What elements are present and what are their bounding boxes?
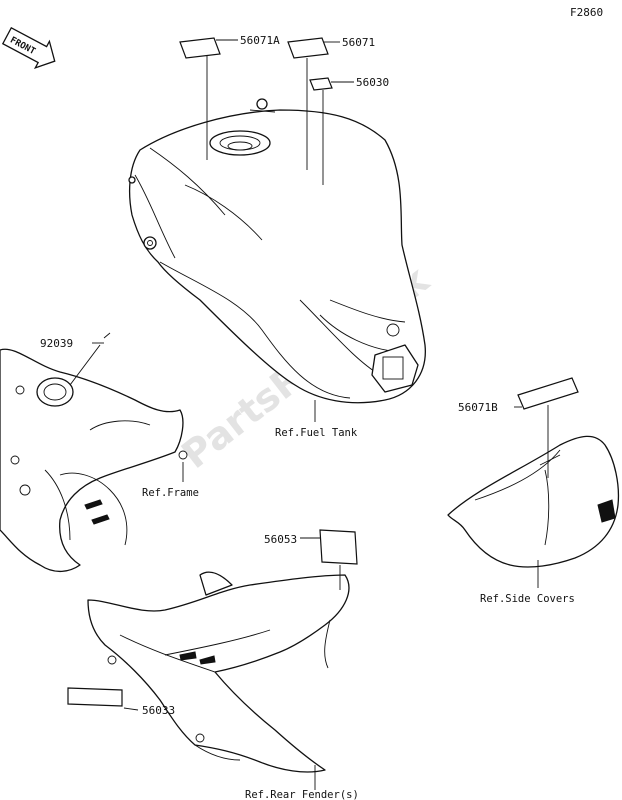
part-number-56033: 56033 [142, 704, 175, 717]
side-cover [447, 435, 620, 568]
ref-fuel-tank: Ref.Fuel Tank [275, 427, 358, 439]
label-56033 [67, 687, 123, 707]
ref-rear-fender: Ref.Rear Fender(s) [245, 789, 359, 800]
rear-fender [87, 571, 350, 773]
screw-92039 [103, 332, 111, 339]
part-number-92039: 92039 [40, 337, 73, 350]
label-56030 [309, 77, 333, 91]
fuel-tank [128, 98, 426, 404]
part-number-56030: 56030 [356, 76, 389, 89]
part-number-56053: 56053 [264, 533, 297, 546]
part-number-56071: 56071 [342, 36, 375, 49]
label-56053 [319, 529, 358, 565]
frame [0, 348, 188, 573]
label-56071A [179, 37, 221, 59]
front-arrow-icon: FRONT [1, 26, 56, 69]
ref-frame: Ref.Frame [142, 487, 199, 499]
part-number-56071B: 56071B [458, 401, 498, 414]
label-56071 [287, 37, 329, 59]
part-number-56071A: 56071A [240, 34, 280, 47]
label-56071B [517, 377, 579, 410]
ref-side-covers: Ref.Side Covers [480, 593, 575, 605]
figure-code: F2860 [570, 6, 603, 19]
